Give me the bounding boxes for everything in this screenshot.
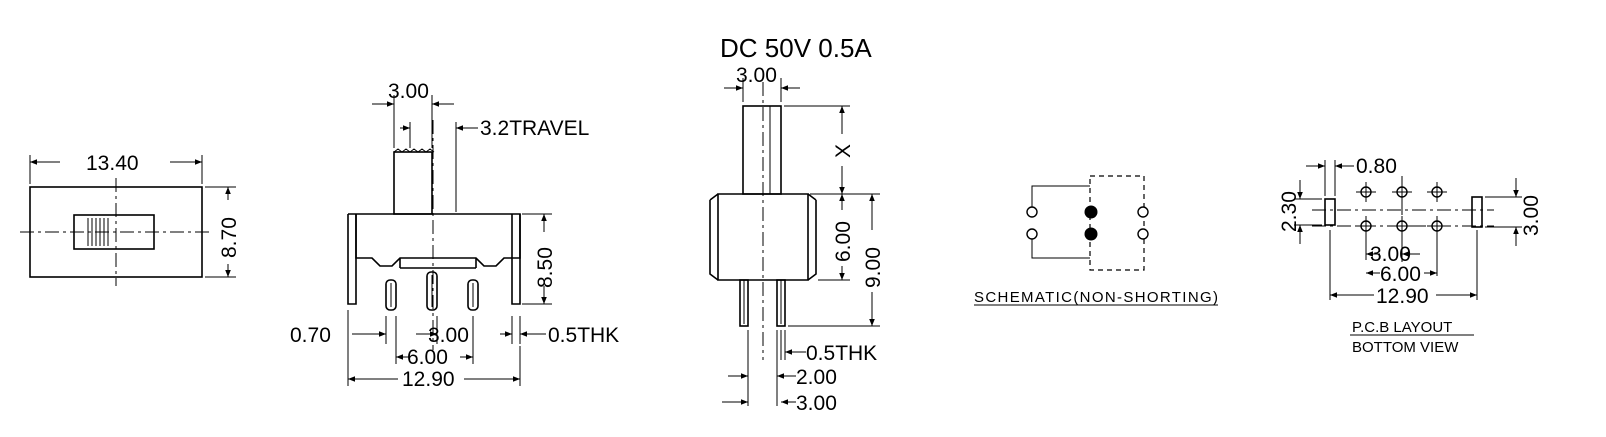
pcb-row-pitch-label: 2.30 bbox=[1278, 191, 1301, 232]
schematic: SCHEMATIC(NON-SHORTING) bbox=[974, 175, 1218, 306]
front-overall-width-label: 12.90 bbox=[402, 368, 455, 391]
pcb-layout: 0.80 2.30 3.00 3.00 6.00 12.90 P.C.B LAY… bbox=[1278, 155, 1543, 356]
pcb-caption-layout: P.C.B LAYOUT bbox=[1352, 319, 1452, 336]
top-view: 13.40 8.70 bbox=[20, 152, 241, 286]
side-pin-offset-label: 2.00 bbox=[796, 366, 837, 389]
schematic-common-2 bbox=[1084, 227, 1098, 241]
side-pin-spacing-label: 3.00 bbox=[796, 392, 837, 415]
pcb-overall-label: 12.90 bbox=[1376, 285, 1429, 308]
pcb-span-label: 6.00 bbox=[1380, 263, 1421, 286]
pcb-right-tab bbox=[1471, 196, 1483, 228]
pcb-hole-dia-label: 0.80 bbox=[1356, 155, 1397, 178]
front-pin-left bbox=[385, 279, 397, 311]
front-travel-label: 3.2TRAVEL bbox=[480, 117, 589, 140]
pcb-tab-height-label: 3.00 bbox=[1520, 195, 1543, 236]
front-pin-right bbox=[467, 279, 479, 311]
pcb-caption-bottom: BOTTOM VIEW bbox=[1352, 339, 1459, 356]
side-actuator bbox=[742, 105, 782, 195]
front-view: 3.00 3.2TRAVEL 8.50 0.70 3.00 0.5THK bbox=[290, 80, 619, 391]
side-view: 3.00 X 6.00 9.00 0.5THK 2.00 3.00 bbox=[709, 64, 885, 415]
side-actuator-height-label: X bbox=[832, 144, 855, 158]
front-left-tab bbox=[347, 214, 357, 305]
top-view-width-label: 13.40 bbox=[86, 152, 139, 175]
side-body-height-label: 6.00 bbox=[832, 221, 855, 262]
front-body bbox=[348, 213, 521, 267]
pcb-pitch-label: 3.00 bbox=[1370, 243, 1411, 266]
front-pin-width-label: 0.70 bbox=[290, 324, 331, 347]
front-pin-pitch-label: 3.00 bbox=[428, 324, 469, 347]
side-total-height-label: 9.00 bbox=[862, 247, 885, 288]
top-view-height-label: 8.70 bbox=[218, 217, 241, 258]
front-actuator-width-label: 3.00 bbox=[388, 80, 429, 103]
side-thickness-label: 0.5THK bbox=[806, 342, 877, 365]
front-pin-span-label: 6.00 bbox=[407, 346, 448, 369]
front-right-tab bbox=[511, 214, 521, 305]
front-body-height-label: 8.50 bbox=[534, 247, 557, 288]
front-thickness-label: 0.5THK bbox=[548, 324, 619, 347]
schematic-common-1 bbox=[1084, 205, 1098, 219]
schematic-contact-l1 bbox=[1026, 206, 1038, 218]
pcb-left-tab bbox=[1324, 198, 1336, 226]
schematic-contact-l2 bbox=[1026, 228, 1038, 240]
schematic-caption: SCHEMATIC(NON-SHORTING) bbox=[974, 289, 1218, 306]
front-actuator bbox=[393, 151, 433, 215]
schematic-slider-box bbox=[1089, 175, 1145, 271]
front-pin-center bbox=[426, 271, 438, 311]
side-actuator-width-label: 3.00 bbox=[736, 64, 777, 87]
schematic-contact-r2 bbox=[1137, 228, 1149, 240]
rating-label: DC 50V 0.5A bbox=[720, 33, 872, 63]
schematic-contact-r1 bbox=[1137, 206, 1149, 218]
